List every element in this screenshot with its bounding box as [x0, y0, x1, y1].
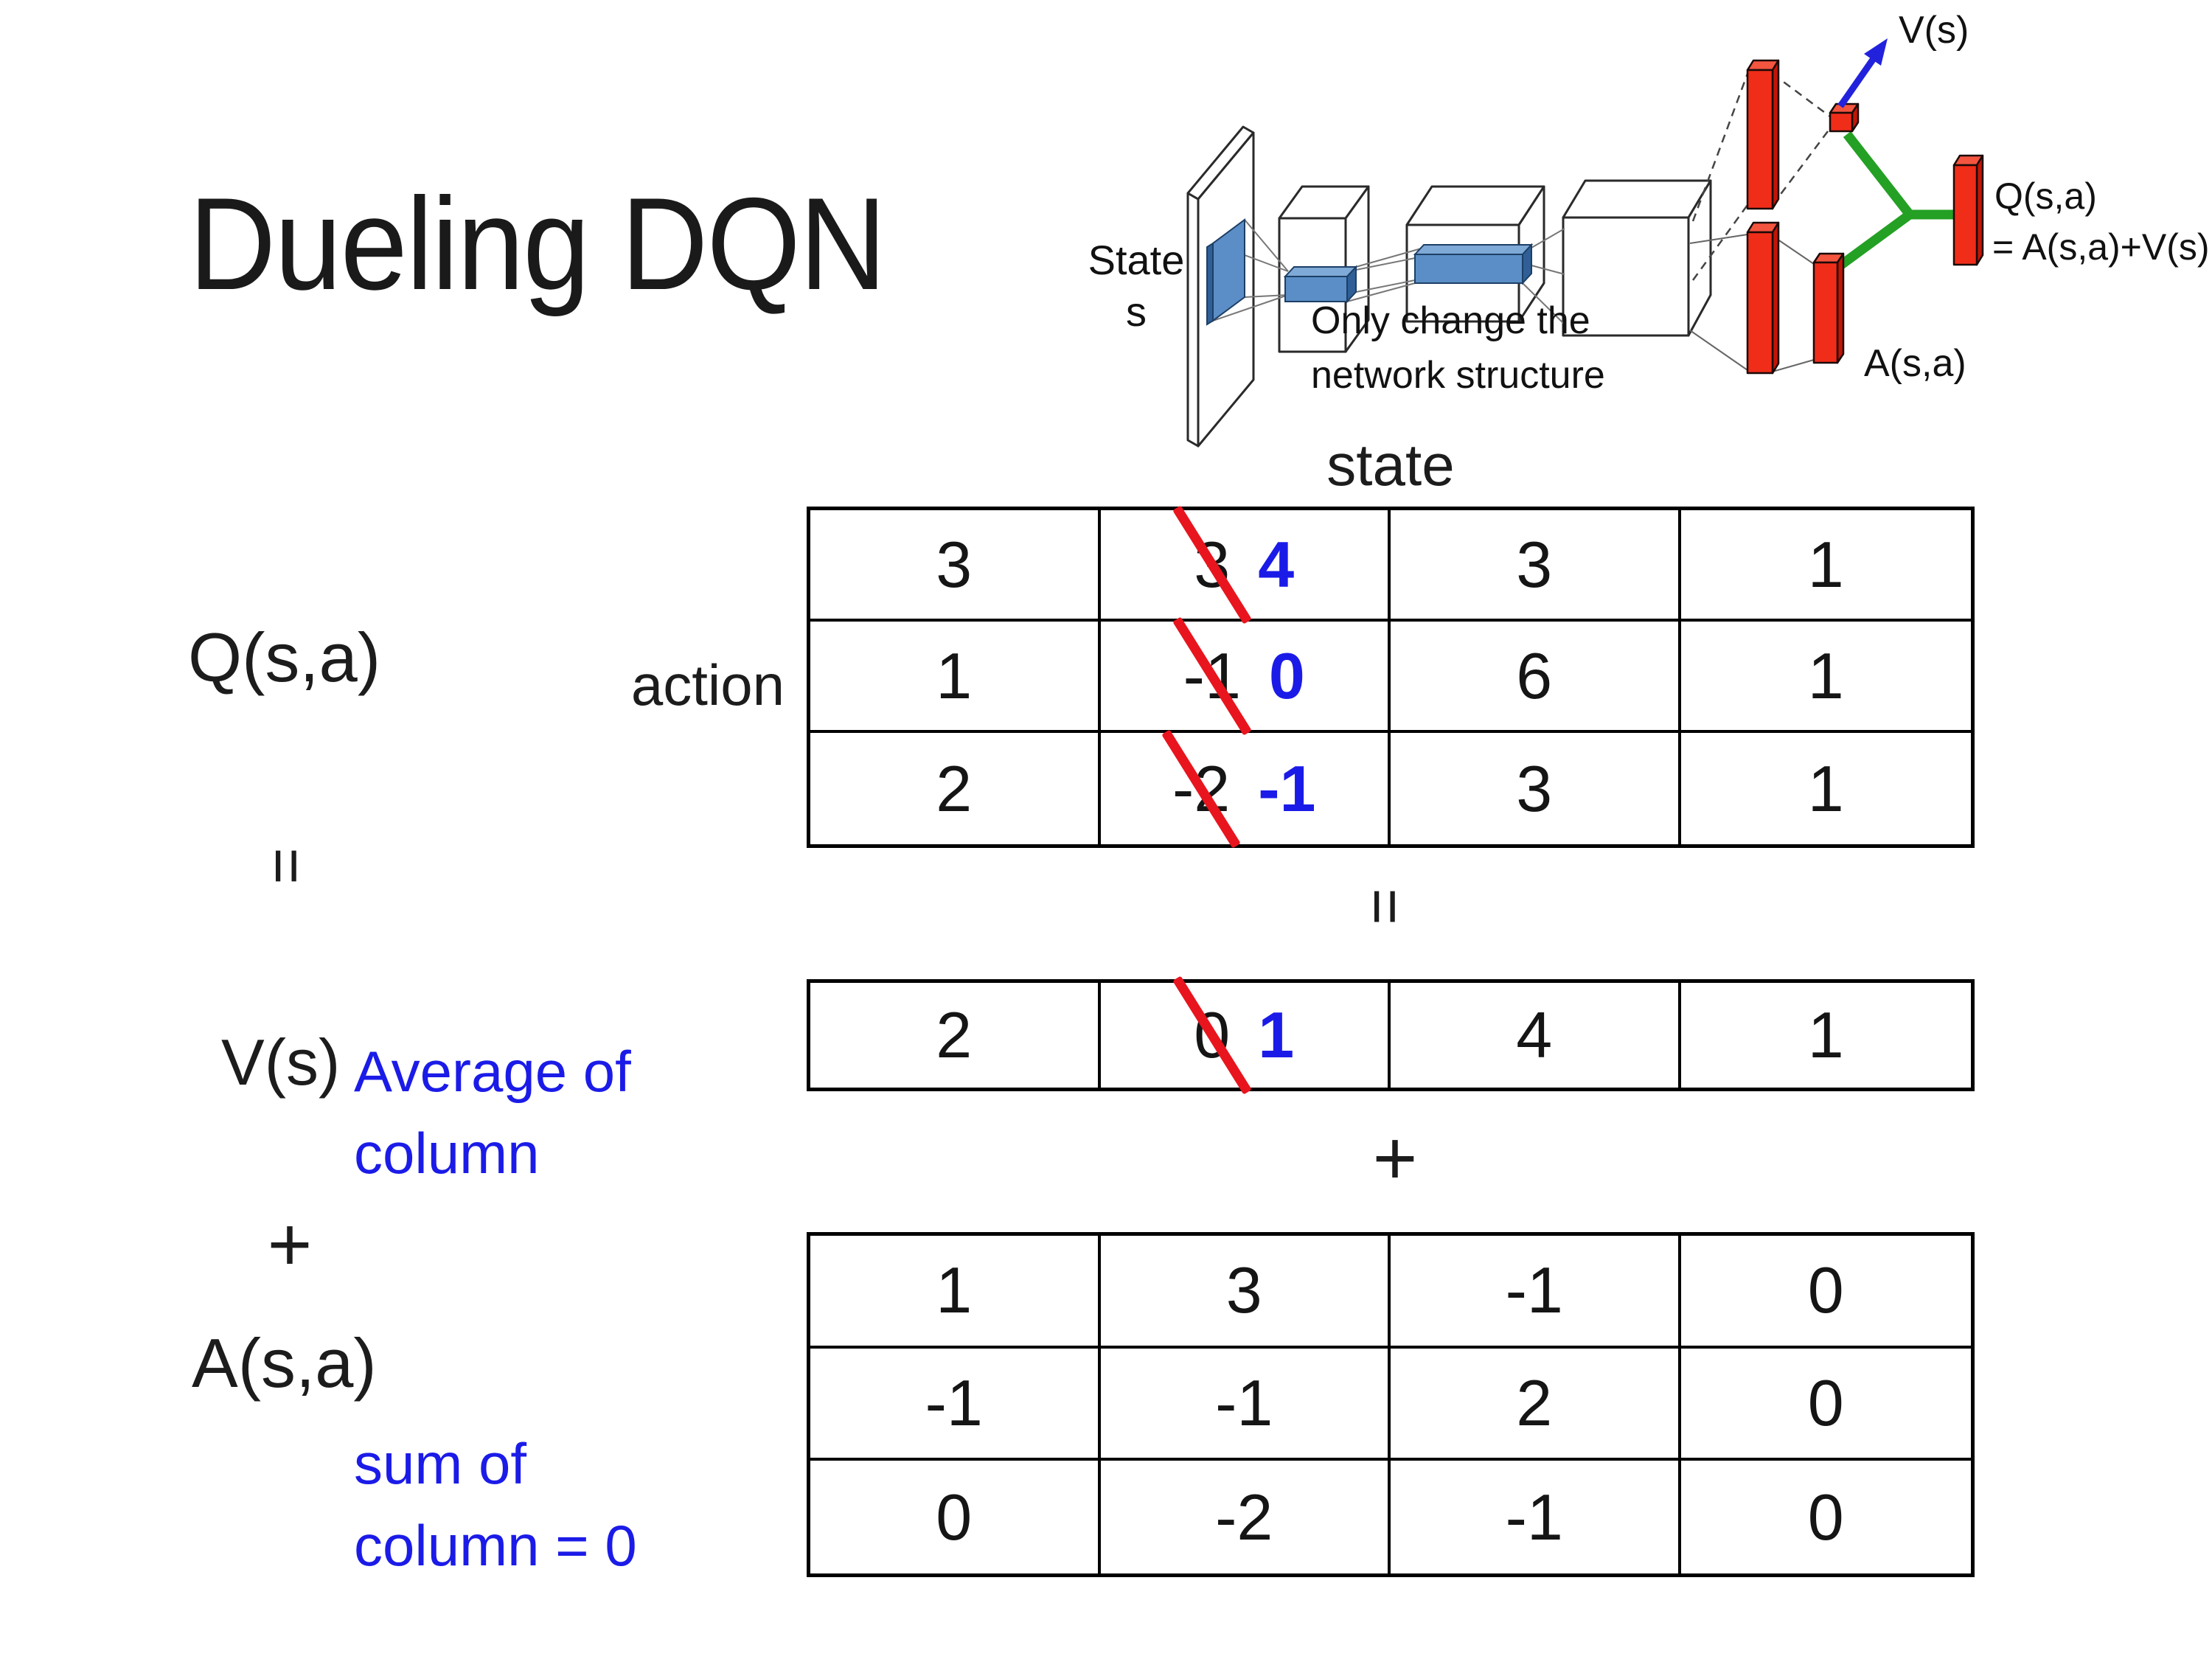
- cone-line: [1531, 228, 1565, 248]
- conv2-filter: [1414, 254, 1523, 284]
- q-output-bar: [1952, 164, 1978, 266]
- q-cell-r0c3: 1: [1680, 510, 1971, 622]
- q-cell-r2c2: 3: [1391, 733, 1681, 844]
- input-filter: [1212, 218, 1245, 322]
- cone-line: [1244, 294, 1289, 298]
- v-matrix-label: V(s): [221, 1026, 341, 1099]
- advantage-fan-line: [1772, 235, 1815, 265]
- value-fc-bar: [1746, 69, 1774, 210]
- equals-left: =: [251, 846, 322, 885]
- conv2-filter-top: [1413, 244, 1534, 255]
- a-cell-r2c3: 0: [1807, 1480, 1844, 1554]
- q-cell-r2c3: 1: [1807, 751, 1844, 825]
- value-fan-line: [1772, 72, 1831, 118]
- v-cell-c0: 2: [810, 983, 1101, 1088]
- diagram-a-out-label: A(s,a): [1864, 342, 1966, 385]
- value-combine-link: [1843, 131, 1914, 218]
- q-cell-r0c0: 3: [810, 510, 1101, 622]
- diagram-q-out-label-line2: = A(s,a)+V(s): [1992, 226, 2210, 268]
- cone-line: [1355, 257, 1416, 271]
- a-cell-r0c2: -1: [1391, 1236, 1681, 1349]
- q-matrix-label: Q(s,a): [188, 619, 381, 696]
- average-of-column-note: Average of column: [354, 1039, 631, 1186]
- v-cell-c3: 1: [1807, 998, 1844, 1071]
- input-plane-side: [1186, 192, 1200, 448]
- q-cell-r2c0: 2: [810, 733, 1101, 844]
- state-header: state: [1326, 432, 1455, 498]
- a-cell-r1c2: 2: [1391, 1348, 1681, 1461]
- value-fan-line: [1691, 204, 1749, 281]
- q-cell-r0c2: 3: [1391, 510, 1681, 622]
- v-cell-c2: 4: [1391, 983, 1681, 1088]
- v-matrix: 2 0 1 4 1: [807, 975, 1975, 1095]
- q-cell-r2c1: -2 -1: [1101, 728, 1391, 849]
- fc-box: [1562, 216, 1690, 337]
- conv1-filter: [1284, 276, 1348, 302]
- a-cell-r1c3: 0: [1680, 1349, 1971, 1461]
- q-cell-r1c3: 1: [1680, 622, 1971, 733]
- cone-line: [1346, 282, 1416, 302]
- cone-line: [1531, 265, 1565, 275]
- cone-line: [1212, 294, 1289, 321]
- a-matrix: 1 3 -1 0 -1 -1 2 0 0 -2 -1 0: [807, 1232, 1975, 1577]
- page-title: Dueling DQN: [189, 170, 886, 317]
- plus-left: +: [267, 1201, 313, 1287]
- fc-box-top: [1562, 179, 1712, 219]
- advantage-fan-line: [1772, 359, 1815, 372]
- diagram-state-label: State: [1088, 237, 1185, 283]
- diagram-note-line1: Only change the: [1311, 299, 1590, 342]
- value-arrow: [1837, 55, 1877, 108]
- action-label: action: [630, 653, 785, 717]
- diagram-v-out-label: V(s): [1899, 9, 1969, 52]
- value-fan-line: [1772, 128, 1831, 206]
- advantage-node: [1812, 261, 1839, 364]
- a-matrix-label: A(s,a): [192, 1324, 377, 1402]
- value-node: [1829, 111, 1854, 133]
- dueling-network-diagram: State s: [1088, 9, 2210, 448]
- value-arrow-head: [1864, 38, 1888, 66]
- advantage-fan-line: [1689, 330, 1748, 371]
- diagram-state-s-label: s: [1126, 288, 1147, 335]
- cone-line: [1355, 279, 1416, 293]
- plus-center: +: [1372, 1115, 1418, 1201]
- cone-line: [1522, 282, 1565, 325]
- diagram-note-line2: network structure: [1311, 354, 1605, 397]
- a-cell-r1c1: -1: [1100, 1348, 1391, 1461]
- a-cell-r1c0: -1: [810, 1348, 1101, 1461]
- diagram-q-out-label-line1: Q(s,a): [1994, 175, 2097, 217]
- q-cell-r0c1: 3 4: [1100, 504, 1391, 625]
- a-cell-r0c3: 0: [1680, 1236, 1971, 1349]
- cone-line: [1244, 219, 1289, 272]
- advantage-fan-line: [1689, 234, 1748, 244]
- q-matrix: 3 3 4 3 1 1 -1 0 6 1 2 -2 -1 3 1: [807, 504, 1975, 849]
- input-filter-side: [1206, 242, 1214, 326]
- sum-of-column-note: sum of column = 0: [354, 1431, 637, 1578]
- q-cell-r1c1: -1 0: [1100, 616, 1391, 736]
- v-cell-c1: 0 1: [1101, 975, 1391, 1095]
- a-cell-r2c2: -1: [1391, 1461, 1681, 1573]
- value-fan-line: [1691, 73, 1749, 222]
- q-cell-r1c0: 1: [810, 622, 1101, 733]
- a-cell-r2c1: -2: [1101, 1461, 1391, 1573]
- a-cell-r2c0: 0: [810, 1461, 1101, 1573]
- red-strikethrough: [1172, 975, 1252, 1095]
- a-cell-r0c0: 1: [810, 1236, 1101, 1349]
- red-strikethrough: [1172, 504, 1252, 625]
- equals-center: =: [1349, 887, 1421, 925]
- q-cell-r1c2: 6: [1391, 622, 1681, 733]
- advantage-fc-bar: [1746, 231, 1774, 375]
- cone-line: [1355, 247, 1425, 268]
- a-cell-r0c1: 3: [1100, 1236, 1391, 1349]
- conv1-filter-top: [1283, 266, 1358, 277]
- advantage-combine-link: [1837, 210, 1913, 270]
